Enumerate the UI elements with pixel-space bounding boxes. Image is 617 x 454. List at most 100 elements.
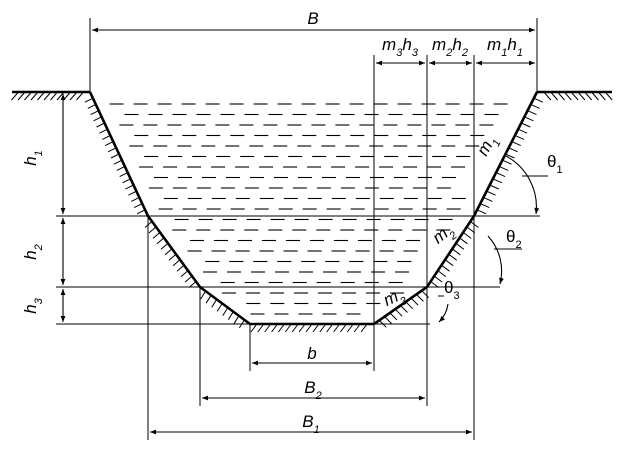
ground-hatch-line [511, 141, 522, 147]
ground-hatch-line [30, 91, 39, 101]
ground-hatch-line [394, 308, 403, 317]
ground-hatch-line [136, 209, 146, 215]
ground-hatch-line [400, 305, 408, 313]
ground-hatch-line [333, 323, 341, 333]
ground-hatch-line [110, 153, 120, 159]
ground-hatch-line [604, 91, 613, 101]
ground-hatch-line [466, 226, 476, 234]
ground-hatching [11, 91, 613, 333]
ground-hatch-line [216, 303, 223, 312]
ground-hatch-line [459, 237, 468, 245]
leader-lines [438, 175, 548, 297]
ground-hatch-line [521, 122, 531, 128]
ground-hatch-line [476, 209, 487, 215]
ground-hatch-line [326, 323, 334, 333]
ground-hatch-line [133, 203, 143, 209]
ground-hatch-line [598, 91, 606, 101]
ground-hatch-line [271, 323, 279, 333]
ground-hatch-line [102, 134, 111, 140]
ground-hatch-line [298, 323, 306, 333]
ground-hatch-line [498, 165, 509, 171]
ground-hatch-line [346, 323, 354, 333]
ground-hatch-line [131, 196, 140, 202]
label-theta2: θ2 [506, 227, 522, 251]
label-theta3: θ3 [444, 278, 460, 302]
ground-hatch-line [24, 91, 32, 101]
ground-hatch-line [99, 128, 108, 134]
ground-hatch-line [50, 91, 58, 101]
ground-hatch-line [483, 196, 493, 202]
ground-hatch-line [113, 159, 123, 165]
ground-hatch-line [533, 97, 544, 103]
ground-hatch-line [257, 323, 265, 333]
label-B2: B2 [304, 378, 321, 402]
ground-hatch-line [211, 299, 218, 308]
ground-hatch-line [156, 237, 165, 245]
ground-hatch-line [405, 301, 414, 310]
ground-hatch-line [168, 253, 177, 261]
ground-hatch-line [90, 110, 99, 116]
angle-arcs [438, 155, 540, 323]
label-m3h3: m3h3 [382, 35, 419, 59]
ground-hatch-line [180, 270, 189, 277]
ground-hatch-line [128, 190, 137, 196]
ground-hatch-line [505, 153, 515, 159]
ground-hatch-line [107, 147, 117, 153]
ground-hatch-line [17, 91, 26, 101]
ground-hatch-line [563, 91, 572, 101]
ground-hatch-line [291, 323, 299, 333]
ground-hatch-line [339, 323, 347, 333]
ground-hatch-line [570, 91, 579, 101]
ground-hatch-line [227, 311, 234, 320]
ground-hatch-line [312, 323, 320, 333]
label-theta1: θ1 [547, 152, 563, 176]
ground-hatch-line [451, 248, 461, 256]
label-m2h2: m2h2 [432, 35, 468, 59]
ground-hatch-line [184, 275, 193, 283]
ground-hatch-line [524, 116, 534, 122]
label-h1: h1 [21, 150, 45, 166]
ground-hatch-line [584, 91, 593, 101]
ground-hatch-line [410, 297, 419, 306]
ground-hatch-line [56, 91, 65, 101]
label-B: B [307, 9, 318, 28]
ground-hatch-line [93, 116, 102, 122]
ground-hatch-line [96, 122, 105, 128]
ground-hatch-line [152, 232, 161, 239]
ground-hatch-line [116, 165, 126, 171]
ground-hatch-line [119, 172, 128, 178]
ground-hatch-line [148, 226, 157, 234]
ground-hatch-line [489, 184, 500, 190]
label-h3: h3 [21, 297, 45, 313]
ground-hatch-line [84, 97, 94, 103]
ground-hatch-line [502, 159, 512, 165]
ground-hatch-line [550, 91, 558, 101]
ground-hatch-line [577, 91, 586, 101]
level-lines [56, 215, 540, 325]
ground-hatch-line [455, 242, 465, 250]
label-b: b [307, 344, 316, 363]
ground-hatch-line [389, 312, 398, 321]
ground-hatch-line [233, 315, 240, 325]
ground-hatch-line [205, 294, 212, 304]
ground-hatch-line [437, 270, 447, 278]
label-B1: B1 [302, 412, 319, 436]
ground-hatch-line [122, 178, 131, 184]
ground-hatch-line [277, 323, 285, 333]
ground-hatch-line [305, 323, 313, 333]
ground-hatch-line [492, 178, 503, 184]
ground-hatch-line [514, 134, 525, 140]
ground-hatch-line [125, 184, 134, 190]
ground-hatch-line [222, 307, 229, 316]
ground-hatch-line [319, 323, 327, 333]
ground-hatch-line [164, 248, 173, 256]
ground-hatch-line [421, 290, 430, 299]
ground-hatch-line [76, 91, 84, 101]
ground-hatch-line [37, 91, 45, 101]
ground-hatch-line [200, 290, 207, 300]
ground-hatch-line [264, 323, 272, 333]
ground-hatch-line [43, 91, 52, 101]
ground-hatch-line [486, 190, 496, 196]
ground-hatch-line [557, 91, 565, 101]
